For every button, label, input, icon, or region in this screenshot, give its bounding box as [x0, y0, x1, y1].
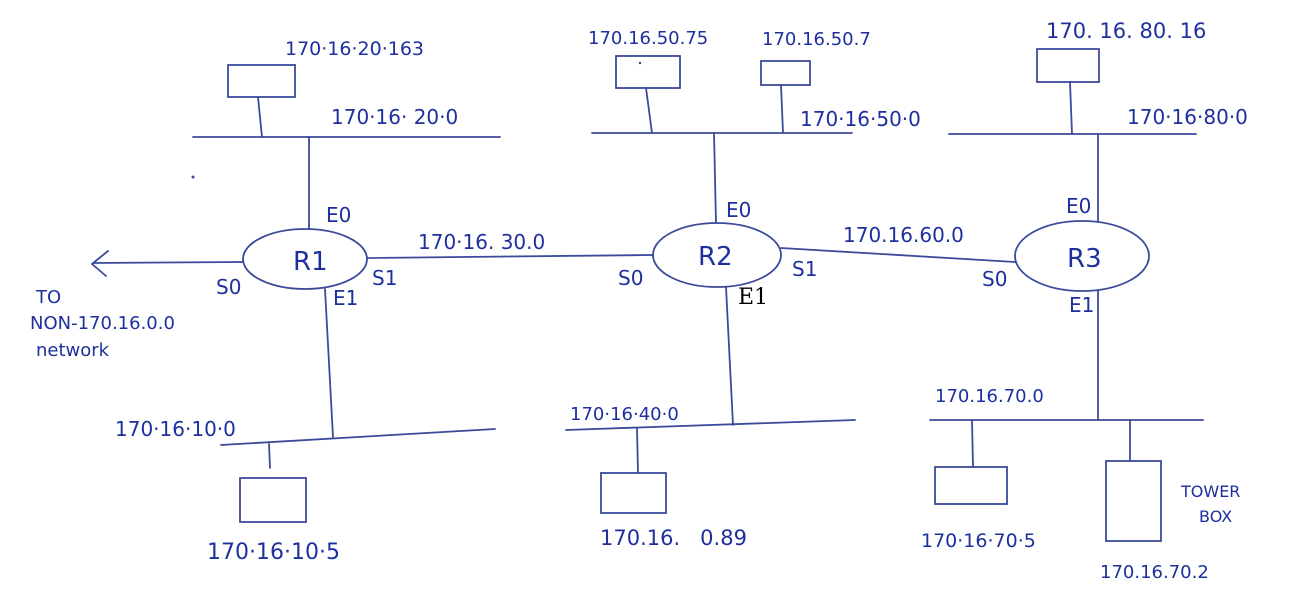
- host-label-50-7: 170.16.50.7: [762, 29, 871, 50]
- network-label-30: 170·16. 30.0: [418, 230, 545, 254]
- host-link-20-163: [257, 96, 263, 138]
- serial-link-r1-r2: [366, 254, 654, 259]
- network-label-20: 170·16· 20·0: [331, 105, 458, 129]
- serial-link-r2-r3: [780, 247, 1016, 263]
- external-note-line3: network: [36, 340, 110, 361]
- r2-e0-link: [713, 132, 717, 224]
- network-label-40: 170·16·40·0: [570, 404, 679, 425]
- external-note-line2: NON-170.16.0.0: [30, 313, 175, 334]
- interface-label-r1-e1: E1: [333, 286, 358, 310]
- host-link-80-16: [1069, 81, 1073, 135]
- host-box-50-75: [615, 55, 681, 89]
- network-label-50: 170·16·50·0: [800, 107, 921, 131]
- host-link-50-75: [645, 87, 653, 134]
- host-box-10-5: [239, 477, 307, 523]
- network-label-10: 170·16·10·0: [115, 417, 236, 441]
- external-note-line1: TO: [35, 287, 61, 308]
- network-label-60: 170.16.60.0: [843, 223, 964, 247]
- host-label-80-16: 170. 16. 80. 16: [1046, 19, 1206, 43]
- pen-dot: [638, 61, 642, 65]
- external-link: [93, 261, 244, 264]
- host-label-70-5: 170·16·70·5: [921, 530, 1036, 552]
- lan-170-16-40-0: [565, 419, 856, 431]
- router-r1: [242, 228, 368, 290]
- host-box-80-16: [1036, 48, 1100, 83]
- interface-label-r2-e1: E1: [738, 285, 768, 310]
- host-box-70-2: [1105, 460, 1162, 542]
- host-label-70-2: 170.16.70.2: [1100, 562, 1209, 583]
- host-box-50-7: [760, 60, 811, 86]
- router-label-r3: R3: [1067, 244, 1102, 274]
- interface-label-r1-e0: E0: [326, 203, 351, 227]
- pen-dot: [191, 175, 195, 179]
- host-label-20-163: 170·16·20·163: [285, 38, 424, 60]
- arrow-left-icon: [91, 250, 109, 277]
- tower-box-label-line1: TOWER: [1180, 482, 1240, 501]
- host-label-40-89: 170.16. 0.89: [600, 526, 747, 550]
- interface-label-r3-e0: E0: [1066, 194, 1091, 218]
- host-label-50-75: 170.16.50.75: [588, 28, 708, 49]
- tower-box-label-line2: BOX: [1199, 507, 1232, 526]
- host-link-50-7: [780, 84, 784, 134]
- interface-label-r1-s1: S1: [372, 266, 397, 290]
- r1-e1-link: [324, 288, 334, 438]
- lan-170-16-10-0: [220, 428, 496, 446]
- router-r3: [1014, 220, 1150, 292]
- network-label-80: 170·16·80·0: [1127, 105, 1248, 129]
- host-link-10-5: [268, 443, 271, 469]
- host-link-70-5: [971, 419, 974, 467]
- network-label-70: 170.16.70.0: [935, 386, 1044, 407]
- host-box-40-89: [600, 472, 667, 514]
- interface-label-r2-s1: S1: [792, 257, 817, 281]
- host-box-20-163: [227, 64, 296, 98]
- host-box-70-5: [934, 466, 1008, 505]
- interface-label-r1-s0: S0: [216, 275, 241, 299]
- host-label-10-5: 170·16·10·5: [207, 540, 340, 565]
- interface-label-r2-e0: E0: [726, 198, 751, 222]
- router-label-r1: R1: [293, 247, 328, 277]
- interface-label-r2-s0: S0: [618, 266, 643, 290]
- router-label-r2: R2: [698, 242, 733, 272]
- r2-e1-link: [725, 286, 734, 426]
- interface-label-r3-s0: S0: [982, 267, 1007, 291]
- host-link-40-89: [636, 427, 639, 474]
- interface-label-r3-e1: E1: [1069, 293, 1094, 317]
